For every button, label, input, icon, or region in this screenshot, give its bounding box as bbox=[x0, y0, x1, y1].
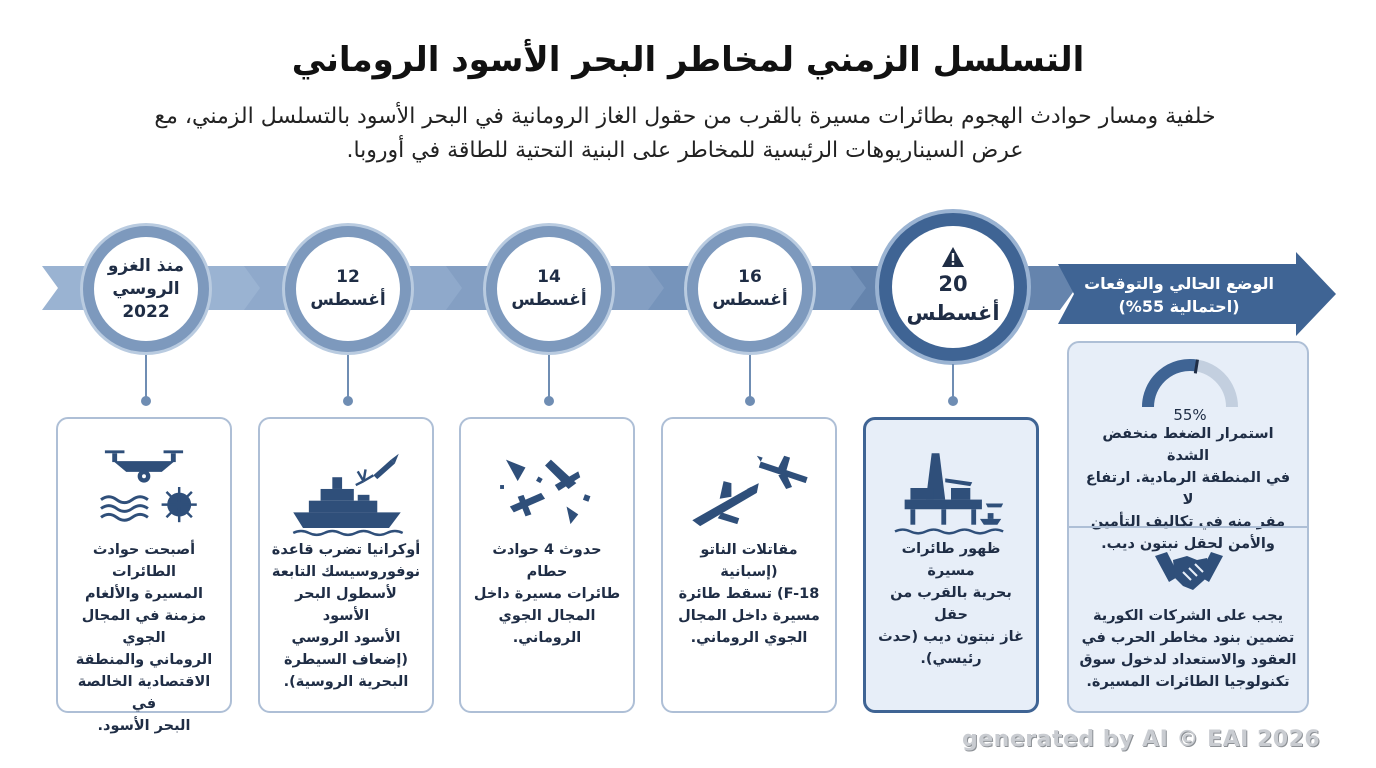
timeline-dot bbox=[948, 396, 958, 406]
page-title: التسلسل الزمني لمخاطر البحر الأسود الروم… bbox=[291, 40, 1085, 80]
footer-watermark: generated by AI © EAI 2026 bbox=[962, 727, 1321, 752]
timeline-connector bbox=[145, 355, 147, 399]
card-line: بحرية بالقرب من حقل bbox=[890, 585, 1012, 623]
outlook-line: يجب على الشركات الكورية bbox=[1092, 608, 1284, 624]
card-line: F-18) تسقط طائرة bbox=[678, 586, 820, 602]
timeline-node-2: 12 أغسطس bbox=[296, 237, 400, 341]
drone-mine-icon bbox=[100, 450, 197, 523]
gauge-icon bbox=[1142, 359, 1238, 408]
event-card-1: أصبحت حوادث الطائرات المسيرة والألغام مز… bbox=[56, 417, 232, 734]
node-label-line2: أغسطس bbox=[511, 290, 587, 310]
node-label-line1: 16 bbox=[738, 267, 762, 287]
timeline-connector bbox=[952, 364, 954, 399]
timeline-connector bbox=[347, 355, 349, 399]
event-card-5: ظهور طائرات مسيرة بحرية بالقرب من حقل غا… bbox=[863, 417, 1039, 713]
subtitle-line-1: خلفية ومسار حوادث الهجوم بطائرات مسيرة ب… bbox=[154, 104, 1216, 129]
card-line: الأسود الروسي bbox=[291, 630, 401, 646]
outlook-header: الوضع الحالي والتوقعات (احتمالية 55%) bbox=[1062, 256, 1332, 334]
timeline-node-5: 20 أغسطس bbox=[892, 226, 1014, 348]
card-line: المسيرة والألغام bbox=[85, 586, 203, 602]
card-line: البحر الأسود. bbox=[97, 718, 191, 734]
warning-icon bbox=[942, 247, 964, 267]
node-label-line1: 12 bbox=[336, 267, 360, 287]
card-line: لأسطول البحر الأسود bbox=[295, 586, 397, 624]
event-card-2: أوكرانيا تضرب قاعدة نوفوروسيسك التابعة ل… bbox=[258, 417, 434, 713]
timeline-dot bbox=[343, 396, 353, 406]
card-line: طائرات مسيرة داخل bbox=[473, 586, 621, 602]
timeline-dot bbox=[141, 396, 151, 406]
card-line: رئيسي). bbox=[920, 651, 982, 667]
outlook-title-line2: (احتمالية 55%) bbox=[1118, 297, 1240, 316]
card-line: الجوي الروماني. bbox=[690, 630, 808, 646]
card-line: البحرية الروسية). bbox=[283, 674, 409, 690]
node-label-line2: أغسطس bbox=[906, 301, 1000, 325]
timeline-connector bbox=[548, 355, 550, 399]
timeline-dot bbox=[544, 396, 554, 406]
outlook-line: في المنطقة الرمادية. ارتفاع لا bbox=[1085, 470, 1291, 508]
outlook-line: العقود والاستعداد لدخول سوق bbox=[1079, 652, 1297, 668]
warship-missile-icon bbox=[292, 453, 404, 537]
outlook-text-1: استمرار الضغط منخفض الشدة في المنطقة الر… bbox=[1079, 423, 1297, 555]
event-card-text: حدوث 4 حوادث حطام طائرات مسيرة داخل المج… bbox=[471, 539, 623, 649]
timeline-dot bbox=[745, 396, 755, 406]
timeline-node-3: 14 أغسطس bbox=[497, 237, 601, 341]
drone-debris-icon bbox=[500, 459, 591, 525]
outlook-line: استمرار الضغط منخفض الشدة bbox=[1102, 426, 1274, 464]
event-card-4: مقاتلات الناتو (إسبانية F-18) تسقط طائرة… bbox=[661, 417, 837, 713]
timeline-node-1: منذ الغزو الروسي 2022 bbox=[94, 237, 198, 341]
card-line: أصبحت حوادث الطائرات bbox=[92, 542, 196, 580]
outlook-divider bbox=[1069, 526, 1307, 528]
card-line: الاقتصادية الخالصة في bbox=[77, 674, 211, 712]
card-line: الروماني والمنطقة bbox=[75, 652, 213, 668]
gauge-label: 55% bbox=[1173, 406, 1207, 424]
event-card-3: حدوث 4 حوادث حطام طائرات مسيرة داخل المج… bbox=[459, 417, 635, 713]
node-label-line2: الروسي 2022 bbox=[112, 278, 180, 322]
timeline-connector bbox=[749, 355, 751, 399]
oil-rig-icon bbox=[894, 453, 1004, 535]
fighter-jet-icon bbox=[692, 455, 808, 527]
node-label-line2: أغسطس bbox=[310, 290, 386, 310]
event-card-text: مقاتلات الناتو (إسبانية F-18) تسقط طائرة… bbox=[673, 539, 825, 649]
card-line: نوفوروسيسك التابعة bbox=[271, 564, 421, 580]
outlook-line: تضمين بنود مخاطر الحرب في bbox=[1081, 630, 1295, 646]
outlook-title-line1: الوضع الحالي والتوقعات bbox=[1084, 274, 1274, 293]
card-line: أوكرانيا تضرب قاعدة bbox=[271, 542, 421, 558]
outlook-line: والأمن لحقل نبتون ديب. bbox=[1101, 536, 1275, 552]
probability-gauge: 55% bbox=[1140, 357, 1240, 427]
handshake-icon bbox=[1155, 552, 1223, 590]
card-line: مزمنة في المجال الجوي bbox=[81, 608, 207, 646]
card-line: ظهور طائرات مسيرة bbox=[901, 541, 1001, 579]
card-line: المجال الجوي الروماني. bbox=[498, 608, 596, 646]
outlook-text-2: يجب على الشركات الكورية تضمين بنود مخاطر… bbox=[1079, 605, 1297, 693]
node-label-line1: منذ الغزو bbox=[107, 255, 185, 276]
outlook-title: الوضع الحالي والتوقعات (احتمالية 55%) bbox=[1070, 272, 1288, 318]
card-line: حدوث 4 حوادث حطام bbox=[492, 542, 602, 580]
event-card-text: ظهور طائرات مسيرة بحرية بالقرب من حقل غا… bbox=[876, 538, 1026, 670]
node-label-line1: 14 bbox=[537, 267, 561, 287]
card-line: (إضعاف السيطرة bbox=[284, 652, 408, 668]
outlook-line: تكنولوجيا الطائرات المسيرة. bbox=[1086, 674, 1290, 690]
node-label-line2: أغسطس bbox=[712, 290, 788, 310]
page-subtitle: خلفية ومسار حوادث الهجوم بطائرات مسيرة ب… bbox=[110, 100, 1260, 168]
outlook-arrow bbox=[1058, 252, 1336, 336]
outlook-panel: 55% استمرار الضغط منخفض الشدة في المنطقة… bbox=[1067, 341, 1309, 713]
card-line: مقاتلات الناتو (إسبانية bbox=[700, 542, 798, 580]
card-line: مسيرة داخل المجال bbox=[678, 608, 820, 624]
card-line: غاز نبتون ديب (حدث bbox=[878, 629, 1024, 645]
timeline-node-4: 16 أغسطس bbox=[698, 237, 802, 341]
outlook-line: مفر منه في تكاليف التأمين bbox=[1090, 514, 1286, 530]
event-card-text: أوكرانيا تضرب قاعدة نوفوروسيسك التابعة ل… bbox=[270, 539, 422, 693]
event-card-text: أصبحت حوادث الطائرات المسيرة والألغام مز… bbox=[68, 539, 220, 737]
node-label-line1: 20 bbox=[938, 272, 968, 296]
subtitle-line-2: عرض السيناريوهات الرئيسية للمخاطر على ال… bbox=[346, 138, 1024, 163]
